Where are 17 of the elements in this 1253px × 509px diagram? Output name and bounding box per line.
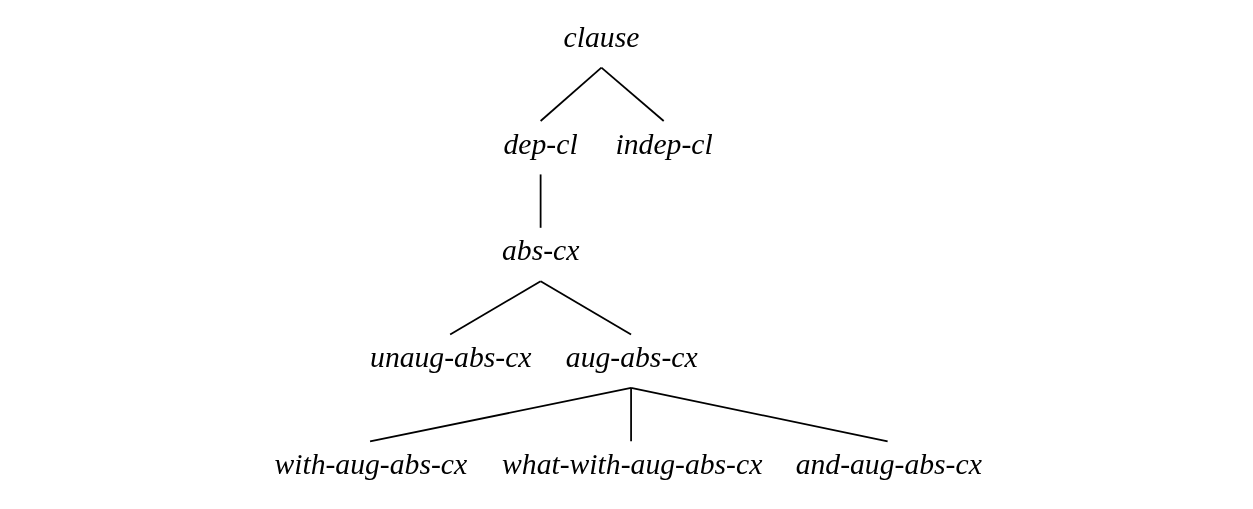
- node-text: dep-cl: [503, 127, 578, 160]
- connector: [539, 66, 602, 122]
- connector: [629, 387, 632, 443]
- node-text: what-with-aug-abs-cx: [501, 447, 762, 480]
- node-text: and-aug-abs-cx: [795, 447, 982, 480]
- node-text: clause: [563, 20, 639, 53]
- node-text: aug-abs-cx: [565, 341, 698, 374]
- connector: [368, 387, 632, 443]
- connector: [600, 66, 665, 122]
- node-text: abs-cx: [501, 234, 579, 267]
- connector: [448, 280, 541, 336]
- node-text: with-aug-abs-cx: [273, 447, 467, 480]
- connector: [629, 387, 889, 443]
- node-text: unaug-abs-cx: [369, 341, 531, 374]
- node-text: indep-cl: [615, 127, 713, 160]
- connector: [539, 280, 632, 336]
- connector: [539, 173, 541, 229]
